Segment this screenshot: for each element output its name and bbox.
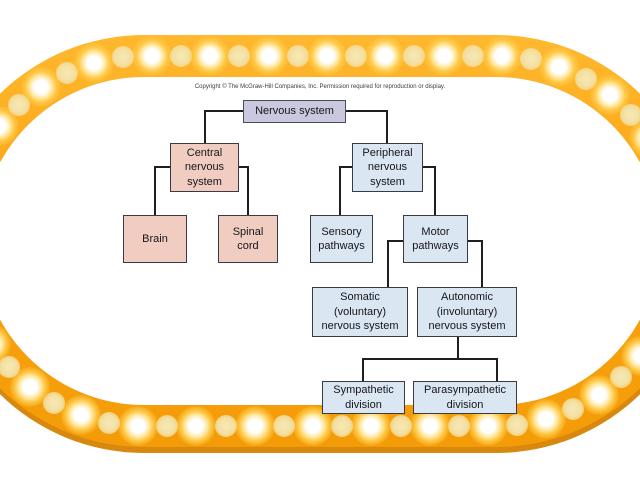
- node-somatic-nervous-system[interactable]: Somatic (voluntary) nervous system: [312, 287, 408, 337]
- node-label: Nervous system: [255, 105, 334, 118]
- connector-line: [362, 358, 498, 360]
- node-label: Motor pathways: [412, 225, 459, 253]
- node-central-nervous-system[interactable]: Central nervous system: [170, 143, 239, 192]
- connector-line: [205, 110, 243, 112]
- copyright-notice: Copyright © The McGraw-Hill Companies, I…: [194, 84, 446, 90]
- node-motor-pathways[interactable]: Motor pathways: [403, 215, 468, 263]
- node-label: Parasympathetic division: [424, 384, 506, 411]
- connector-line: [154, 166, 156, 215]
- node-label: Peripheral nervous system: [362, 146, 413, 188]
- connector-line: [339, 166, 352, 168]
- node-parasympathetic-division[interactable]: Parasympathetic division: [413, 381, 517, 414]
- node-label: Spinal cord: [232, 225, 264, 253]
- connector-line: [239, 166, 248, 168]
- connector-line: [468, 240, 482, 242]
- node-peripheral-nervous-system[interactable]: Peripheral nervous system: [352, 143, 423, 192]
- connector-line: [204, 110, 206, 143]
- node-nervous-system[interactable]: Nervous system: [243, 100, 346, 123]
- node-sympathetic-division[interactable]: Sympathetic division: [322, 381, 405, 414]
- connector-line: [387, 240, 403, 242]
- node-spinal-cord[interactable]: Spinal cord: [218, 215, 278, 263]
- connector-line: [386, 110, 388, 143]
- node-label: Brain: [142, 232, 168, 245]
- connector-line: [346, 110, 387, 112]
- connector-line: [457, 337, 459, 360]
- node-brain[interactable]: Brain: [123, 215, 187, 263]
- node-sensory-pathways[interactable]: Sensory pathways: [310, 215, 373, 263]
- connector-line: [387, 240, 389, 287]
- node-label: Autonomic (involuntary) nervous system: [428, 291, 506, 333]
- node-autonomic-nervous-system[interactable]: Autonomic (involuntary) nervous system: [417, 287, 517, 337]
- connector-line: [434, 166, 436, 215]
- connector-line: [247, 166, 249, 215]
- connector-line: [339, 166, 341, 215]
- connector-line: [496, 358, 498, 381]
- connector-line: [423, 166, 435, 168]
- node-label: Sensory pathways: [318, 225, 365, 253]
- connector-line: [362, 358, 364, 381]
- node-label: Somatic (voluntary) nervous system: [321, 291, 399, 333]
- connector-line: [481, 240, 483, 287]
- node-label: Sympathetic division: [333, 384, 394, 411]
- node-label: Central nervous system: [184, 146, 225, 188]
- connector-line: [154, 166, 170, 168]
